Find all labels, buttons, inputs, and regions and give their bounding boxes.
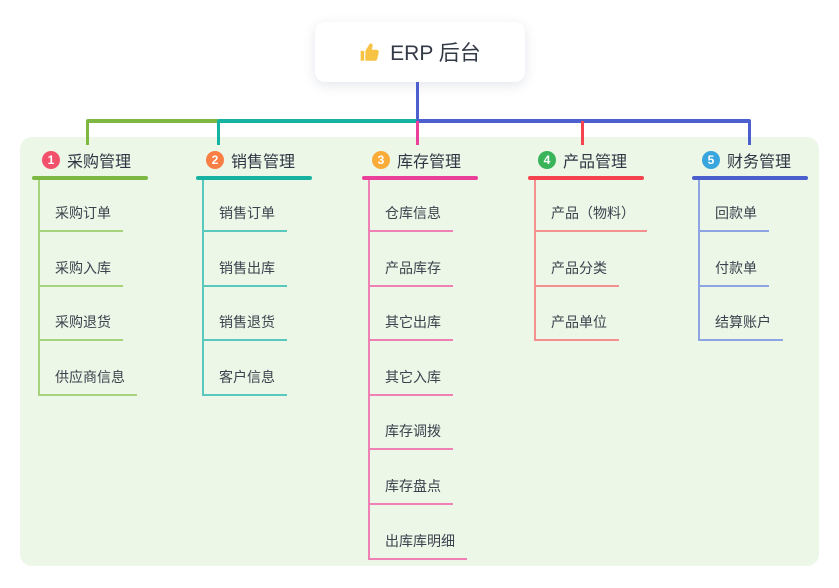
branch-label: 产品管理 xyxy=(563,154,628,171)
child-node[interactable]: 销售退货 xyxy=(202,313,287,341)
branch-drop-line xyxy=(416,121,419,145)
child-label: 产品（物料） xyxy=(551,205,635,221)
branch-label: 财务管理 xyxy=(727,154,792,171)
children-spine xyxy=(38,180,40,396)
child-node[interactable]: 采购入库 xyxy=(38,259,123,287)
child-node[interactable]: 采购退货 xyxy=(38,313,123,341)
child-node[interactable]: 仓库信息 xyxy=(368,204,453,232)
child-label: 销售退货 xyxy=(219,314,275,330)
bus-segment-middle xyxy=(217,119,418,123)
child-node[interactable]: 其它出库 xyxy=(368,313,453,341)
child-label: 销售订单 xyxy=(219,205,275,221)
child-label: 结算账户 xyxy=(715,314,771,330)
branch-index-badge: 5 xyxy=(702,151,720,169)
children-spine xyxy=(368,180,370,560)
branch-underline xyxy=(32,176,148,180)
branch-underline xyxy=(692,176,808,180)
children-spine xyxy=(202,180,204,396)
child-label: 库存盘点 xyxy=(385,478,441,494)
root-connector-line xyxy=(416,82,419,121)
child-node[interactable]: 销售订单 xyxy=(202,204,287,232)
child-node[interactable]: 其它入库 xyxy=(368,368,453,396)
child-label: 采购退货 xyxy=(55,314,111,330)
branch-label: 采购管理 xyxy=(67,154,132,171)
child-label: 销售出库 xyxy=(219,260,275,276)
branch-label: 销售管理 xyxy=(231,154,296,171)
child-label: 产品单位 xyxy=(551,314,607,330)
branch-index-badge: 4 xyxy=(538,151,556,169)
branch-node-1[interactable]: 1 采购管理 xyxy=(42,148,131,172)
branch-drop-line xyxy=(86,121,89,145)
child-node[interactable]: 产品（物料） xyxy=(534,204,647,232)
children-spine xyxy=(534,180,536,341)
branch-drop-line xyxy=(581,121,584,145)
child-label: 付款单 xyxy=(715,260,757,276)
child-label: 客户信息 xyxy=(219,369,275,385)
root-title: ERP 后台 xyxy=(390,42,481,65)
child-node[interactable]: 结算账户 xyxy=(698,313,783,341)
child-label: 回款单 xyxy=(715,205,757,221)
child-label: 其它出库 xyxy=(385,314,441,330)
child-label: 出库库明细 xyxy=(385,533,455,549)
branch-index-badge: 2 xyxy=(206,151,224,169)
child-label: 库存调拨 xyxy=(385,423,441,439)
child-label: 采购入库 xyxy=(55,260,111,276)
child-label: 产品分类 xyxy=(551,260,607,276)
child-node[interactable]: 付款单 xyxy=(698,259,769,287)
branch-node-4[interactable]: 4 产品管理 xyxy=(538,148,627,172)
branch-underline xyxy=(528,176,644,180)
thumbs-up-icon xyxy=(360,43,379,61)
branch-index-badge: 3 xyxy=(372,151,390,169)
child-node[interactable]: 产品单位 xyxy=(534,313,619,341)
branch-underline xyxy=(196,176,312,180)
child-node[interactable]: 回款单 xyxy=(698,204,769,232)
bus-segment-left xyxy=(86,119,219,123)
child-label: 其它入库 xyxy=(385,369,441,385)
branch-drop-line xyxy=(748,121,751,145)
child-node[interactable]: 出库库明细 xyxy=(368,532,467,560)
branch-node-3[interactable]: 3 库存管理 xyxy=(372,148,461,172)
branch-drop-line xyxy=(217,121,220,145)
root-node-erp[interactable]: ERP 后台 xyxy=(315,22,525,82)
branch-underline xyxy=(362,176,478,180)
child-node[interactable]: 客户信息 xyxy=(202,368,287,396)
branch-index-badge: 1 xyxy=(42,151,60,169)
child-node[interactable]: 产品库存 xyxy=(368,259,453,287)
child-label: 产品库存 xyxy=(385,260,441,276)
branches-panel xyxy=(20,137,819,566)
child-node[interactable]: 采购订单 xyxy=(38,204,123,232)
children-spine xyxy=(698,180,700,341)
branch-label: 库存管理 xyxy=(397,154,462,171)
child-node[interactable]: 销售出库 xyxy=(202,259,287,287)
child-node[interactable]: 产品分类 xyxy=(534,259,619,287)
child-node[interactable]: 库存调拨 xyxy=(368,422,453,450)
child-node[interactable]: 供应商信息 xyxy=(38,368,137,396)
child-node[interactable]: 库存盘点 xyxy=(368,477,453,505)
child-label: 仓库信息 xyxy=(385,205,441,221)
branch-node-2[interactable]: 2 销售管理 xyxy=(206,148,295,172)
child-label: 采购订单 xyxy=(55,205,111,221)
branch-node-5[interactable]: 5 财务管理 xyxy=(702,148,791,172)
child-label: 供应商信息 xyxy=(55,369,125,385)
